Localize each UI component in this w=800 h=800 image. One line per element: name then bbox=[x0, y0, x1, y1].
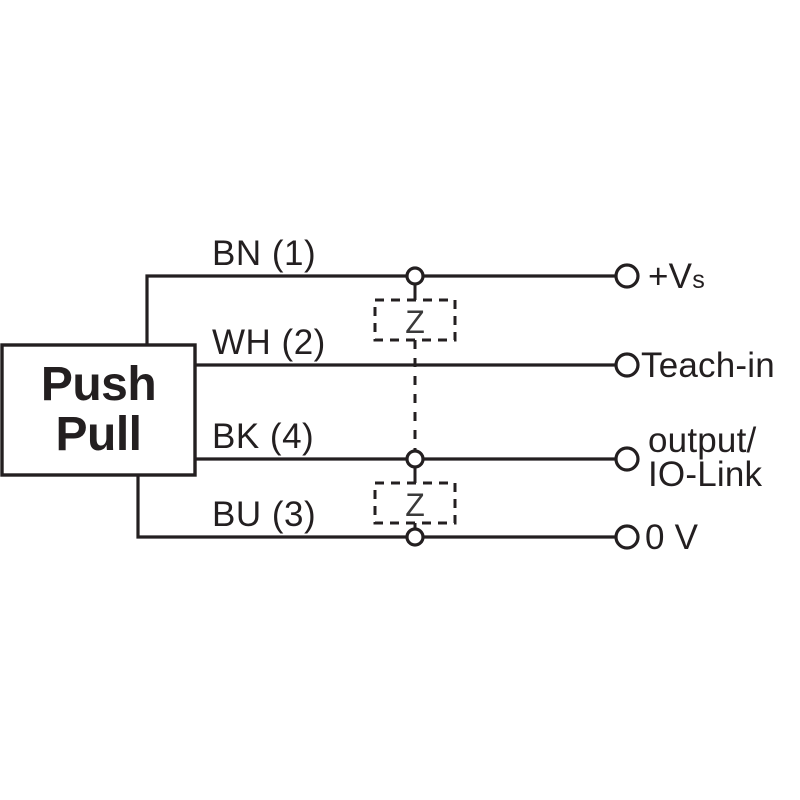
terminal-teach-in[interactable] bbox=[614, 352, 640, 378]
terminal-label-vs: +Vs bbox=[648, 259, 705, 294]
junction-node-0v bbox=[405, 527, 425, 547]
junction-node-output bbox=[405, 449, 425, 469]
junction-node-vs bbox=[405, 266, 425, 286]
z-lower-letter: Z bbox=[405, 487, 425, 523]
terminal-label-output-line1: output/ bbox=[648, 421, 757, 460]
push-pull-device-box bbox=[0, 343, 197, 477]
terminal-label-vs-subscript: s bbox=[692, 266, 705, 294]
z-upper-letter: Z bbox=[405, 304, 425, 340]
terminal-0v[interactable] bbox=[614, 524, 640, 550]
wire-label-wh-2: WH (2) bbox=[212, 323, 326, 362]
wire-label-bu-3: BU (3) bbox=[212, 495, 317, 534]
terminal-label-teach-in: Teach-in bbox=[641, 346, 775, 385]
terminal-label-output-line2: IO-Link bbox=[648, 455, 763, 495]
terminal-vs[interactable] bbox=[614, 263, 640, 289]
terminal-label-0v: 0 V bbox=[645, 518, 699, 557]
push-pull-device-label: Push Pull bbox=[2, 345, 195, 475]
device-label-line1: Push bbox=[40, 358, 157, 412]
wire-label-bn-1: BN (1) bbox=[212, 234, 317, 273]
wire-label-bk-4: BK (4) bbox=[212, 417, 315, 456]
terminal-label-vs-main: +V bbox=[648, 257, 693, 296]
terminal-output-iolink[interactable] bbox=[614, 446, 640, 472]
device-label-line2: Pull bbox=[55, 408, 142, 461]
terminal-label-output-iolink: output/IO-Link bbox=[648, 421, 763, 495]
